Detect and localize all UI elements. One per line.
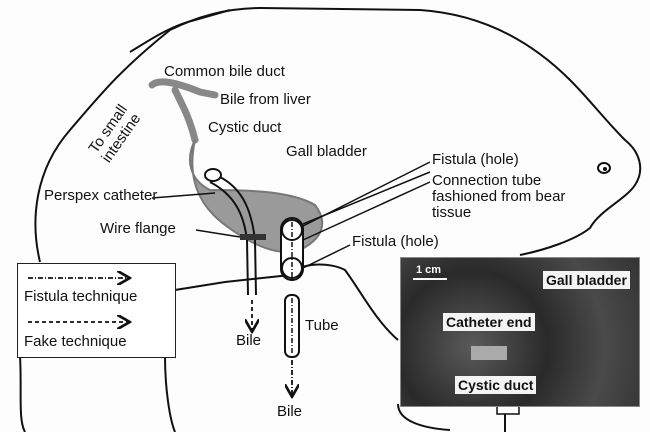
legend: Fistula technique Fake technique [17, 263, 176, 358]
photo-catheter-end: Catheter end [443, 313, 535, 331]
label-wire-flange: Wire flange [100, 220, 176, 237]
bear-front-leg [19, 355, 176, 432]
legend-lines [28, 264, 175, 357]
legend-fistula-technique: Fistula technique [24, 288, 138, 305]
common-bile-duct-shape [148, 78, 219, 144]
scale-bar [413, 278, 447, 280]
label-fistula-bottom: Fistula (hole) [352, 233, 439, 250]
photo-scale: 1 cm [416, 264, 442, 276]
bear-outline [34, 6, 642, 263]
photo-inset: 1 cm Gall bladder Catheter end Cystic du… [400, 257, 640, 407]
label-bile-bottom: Bile [277, 403, 303, 420]
label-connection-tube: Connection tube fashioned from bear tiss… [432, 172, 566, 221]
label-bile-left: Bile [236, 332, 262, 349]
bear-leg-bottom [397, 403, 506, 432]
label-perspex-catheter: Perspex catheter [44, 187, 158, 204]
label-gall-bladder: Gall bladder [286, 143, 367, 160]
label-fistula-top: Fistula (hole) [432, 151, 519, 168]
label-tube: Tube [305, 317, 339, 334]
photo-gall-bladder: Gall bladder [543, 271, 630, 289]
label-bile-from-liver: Bile from liver [220, 91, 311, 108]
catheter-end-photo [471, 346, 507, 360]
bear-back-line [129, 9, 231, 53]
photo-cystic-duct: Cystic duct [455, 376, 537, 394]
label-common-bile-duct: Common bile duct [164, 63, 285, 80]
wire-flange [240, 234, 266, 240]
label-cystic-duct: Cystic duct [208, 119, 282, 136]
legend-fake-technique: Fake technique [24, 333, 127, 350]
